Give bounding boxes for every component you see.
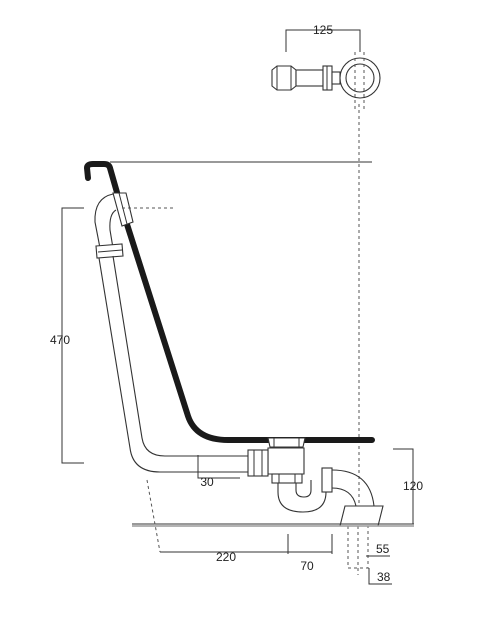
dimension-55: 55 [366,542,390,557]
horizontal-run-label: 220 [216,550,236,564]
hex-nut [271,65,297,91]
floor-gap-label: 55 [376,542,390,556]
outlet-socket [339,505,384,527]
trap-u-bend-inner [295,480,312,498]
dimension-470: 470 [50,207,176,464]
overflow-pipe-inner [112,255,248,457]
overflow-height-dimension-line [61,207,84,464]
dimension-30: 30 [197,455,240,489]
dimension-220-70: 220 70 [146,479,333,573]
trap-height-label: 120 [403,479,423,493]
overflow-elbow-inner [109,209,117,249]
overflow-pipe-outer [98,257,248,473]
dimension-120: 120 [393,448,423,525]
waste-outlet-and-trap [247,437,384,575]
tube-neck [331,71,341,85]
outlet-gap-dimension-line [197,455,240,479]
overflow-height-label: 470 [50,333,70,347]
side-connector-nut [247,449,269,477]
trap-offset-label: 70 [300,559,314,573]
overflow-cover-inner [345,63,375,93]
drain-plug [267,437,306,448]
dimension-38: 38 [368,568,392,585]
bathtub-wall [84,161,375,443]
clamp-detail-line [97,249,123,253]
connecting-tube [295,69,324,87]
outlet-diameter-dimension-line [368,568,392,585]
outlet-diameter-label: 38 [377,570,391,584]
trap-collar [321,467,333,493]
outlet-gap-label: 30 [200,475,214,489]
outlet-elbow-outer [331,469,375,507]
top-width-dimension-line [285,29,361,52]
trap-height-dimension-line [393,448,414,525]
overflow-pipe-extension [146,479,161,553]
overflow-pipe-assembly [94,192,248,473]
top-width-label: 125 [313,23,333,37]
top-view-overflow-fitting: 125 [271,23,381,110]
outlet-hidden-pipe [347,526,369,569]
overflow-elbow-outer [94,193,114,249]
waste-body [267,447,305,475]
outlet-elbow-inner [331,487,357,507]
trap-nut [271,473,303,484]
trap-u-bend-outer [277,480,327,513]
